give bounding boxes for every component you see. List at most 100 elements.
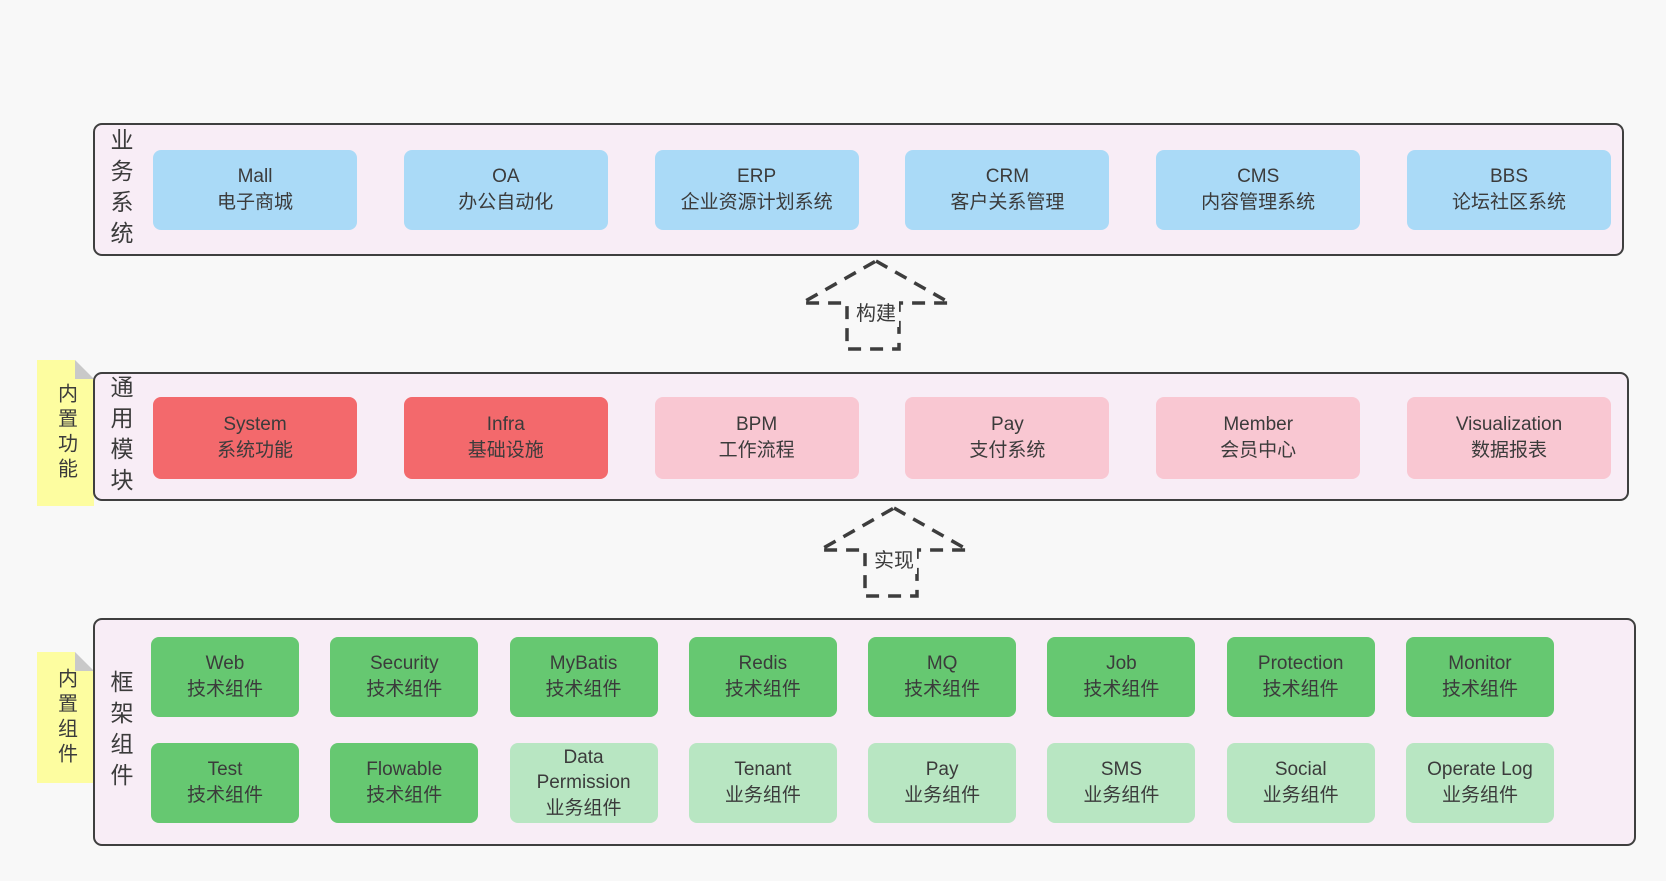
box-title: ERP xyxy=(737,166,777,188)
band-vertical-label: 业务系统 xyxy=(107,127,133,252)
box-title: Infra xyxy=(486,414,525,436)
box-mybatis: MyBatis 技术组件 xyxy=(509,637,658,717)
box-title: System xyxy=(223,414,287,436)
box-title: Web xyxy=(205,653,245,675)
box-redis: Redis 技术组件 xyxy=(688,637,837,717)
box-title: Protection xyxy=(1257,653,1344,675)
box-title: MQ xyxy=(926,653,958,675)
dashed-up-arrow-icon xyxy=(798,258,954,351)
box-title: BPM xyxy=(736,414,778,436)
box-cms: CMS 内容管理系统 xyxy=(1156,150,1361,230)
box-subtitle: 基础设施 xyxy=(467,440,544,461)
sticky-note-built-in-components: 内置组件 xyxy=(37,652,94,783)
box-monitor: Monitor 技术组件 xyxy=(1405,637,1554,717)
box-subtitle: 技术组件 xyxy=(366,785,443,806)
box-subtitle: 技术组件 xyxy=(1262,679,1339,700)
box-security: Security 技术组件 xyxy=(330,637,479,717)
box-pay: Pay 支付系统 xyxy=(905,397,1110,479)
band-common-modules: 通用模块 System 系统功能 Infra 基础设施 BPM 工作流程 Pay… xyxy=(93,372,1629,501)
box-title: Operate Log xyxy=(1427,759,1533,781)
box-subtitle: 内容管理系统 xyxy=(1201,192,1316,213)
box-web: Web 技术组件 xyxy=(151,637,299,717)
box-subtitle: 业务组件 xyxy=(1441,785,1518,806)
box-subtitle: 技术组件 xyxy=(186,785,263,806)
box-test: Test 技术组件 xyxy=(151,743,299,823)
box-title: Test xyxy=(207,759,243,781)
box-title: Visualization xyxy=(1455,414,1563,436)
band-vertical-label: 通用模块 xyxy=(107,374,133,499)
box-title: CMS xyxy=(1237,166,1280,188)
box-social: Social 业务组件 xyxy=(1226,743,1375,823)
box-title: Tenant xyxy=(734,759,792,781)
box-subtitle: 业务组件 xyxy=(1083,785,1160,806)
box-subtitle: 业务组件 xyxy=(904,785,981,806)
box-row: Mall 电子商城 OA 办公自动化 ERP 企业资源计划系统 CRM 客户关系… xyxy=(153,150,1611,230)
box-subtitle: 工作流程 xyxy=(718,440,795,461)
arrow-label: 构建 xyxy=(853,301,899,327)
box-title: Mall xyxy=(237,166,273,188)
band-framework-components: 框架组件 Web 技术组件 Security 技术组件 MyBatis 技术组件… xyxy=(93,618,1636,846)
box-operate-log: Operate Log 业务组件 xyxy=(1405,743,1554,823)
box-subtitle: 系统功能 xyxy=(216,440,293,461)
box-subtitle: 技术组件 xyxy=(904,679,981,700)
sticky-label: 内置功能 xyxy=(54,383,77,483)
box-subtitle: 技术组件 xyxy=(545,679,622,700)
box-title: Monitor xyxy=(1448,653,1512,675)
band-business-systems: 业务系统 Mall 电子商城 OA 办公自动化 ERP 企业资源计划系统 CRM… xyxy=(93,123,1624,256)
box-row: Test 技术组件 Flowable 技术组件 Data Permission … xyxy=(151,743,1554,823)
box-subtitle: 技术组件 xyxy=(366,679,443,700)
box-data-permission: Data Permission 业务组件 xyxy=(509,743,658,823)
box-subtitle: 数据报表 xyxy=(1470,440,1547,461)
box-title: Job xyxy=(1106,653,1137,675)
box-title: Data Permission xyxy=(536,746,631,794)
box-title: SMS xyxy=(1100,759,1142,781)
arrow-label: 实现 xyxy=(871,548,917,574)
box-subtitle: 客户关系管理 xyxy=(950,192,1065,213)
box-bpm: BPM 工作流程 xyxy=(654,397,859,479)
folded-corner-icon xyxy=(75,360,94,379)
box-erp: ERP 企业资源计划系统 xyxy=(654,150,859,230)
box-title: Pay xyxy=(925,759,959,781)
box-subtitle: 技术组件 xyxy=(186,679,263,700)
box-row: Web 技术组件 Security 技术组件 MyBatis 技术组件 Redi… xyxy=(151,637,1554,717)
box-title: BBS xyxy=(1489,166,1528,188)
box-mq: MQ 技术组件 xyxy=(868,637,1017,717)
box-subtitle: 会员中心 xyxy=(1220,440,1297,461)
box-infra: Infra 基础设施 xyxy=(403,397,608,479)
box-subtitle: 技术组件 xyxy=(1441,679,1518,700)
box-subtitle: 业务组件 xyxy=(1262,785,1339,806)
box-mall: Mall 电子商城 xyxy=(153,150,357,230)
arrow-implement: 实现 xyxy=(816,504,972,600)
box-sms: SMS 业务组件 xyxy=(1047,743,1196,823)
box-subtitle: 技术组件 xyxy=(724,679,801,700)
box-title: MyBatis xyxy=(549,653,618,675)
box-title: CRM xyxy=(985,166,1030,188)
box-title: Redis xyxy=(738,653,788,675)
box-subtitle: 业务组件 xyxy=(724,785,801,806)
box-member: Member 会员中心 xyxy=(1156,397,1361,479)
sticky-note-built-in-features: 内置功能 xyxy=(37,360,94,506)
box-row: System 系统功能 Infra 基础设施 BPM 工作流程 Pay 支付系统… xyxy=(153,397,1611,479)
box-title: Pay xyxy=(991,414,1024,436)
box-bbs: BBS 论坛社区系统 xyxy=(1406,150,1611,230)
sticky-label: 内置组件 xyxy=(54,667,77,768)
box-subtitle: 办公自动化 xyxy=(458,192,554,213)
box-job: Job 技术组件 xyxy=(1047,637,1196,717)
box-visualization: Visualization 数据报表 xyxy=(1406,397,1611,479)
box-title: Member xyxy=(1223,414,1294,436)
box-flowable: Flowable 技术组件 xyxy=(330,743,479,823)
box-title: Social xyxy=(1274,759,1327,781)
folded-corner-icon xyxy=(75,652,94,671)
box-subtitle: 论坛社区系统 xyxy=(1451,192,1566,213)
box-crm: CRM 客户关系管理 xyxy=(905,150,1110,230)
box-subtitle: 技术组件 xyxy=(1083,679,1160,700)
box-subtitle: 支付系统 xyxy=(969,440,1046,461)
box-system: System 系统功能 xyxy=(153,397,357,479)
box-title: Flowable xyxy=(366,759,443,781)
arrow-build: 构建 xyxy=(798,257,954,353)
box-protection: Protection 技术组件 xyxy=(1226,637,1375,717)
dashed-up-arrow-icon xyxy=(816,505,972,598)
box-title: Security xyxy=(369,653,439,675)
box-oa: OA 办公自动化 xyxy=(403,150,608,230)
box-subtitle: 电子商城 xyxy=(216,192,293,213)
